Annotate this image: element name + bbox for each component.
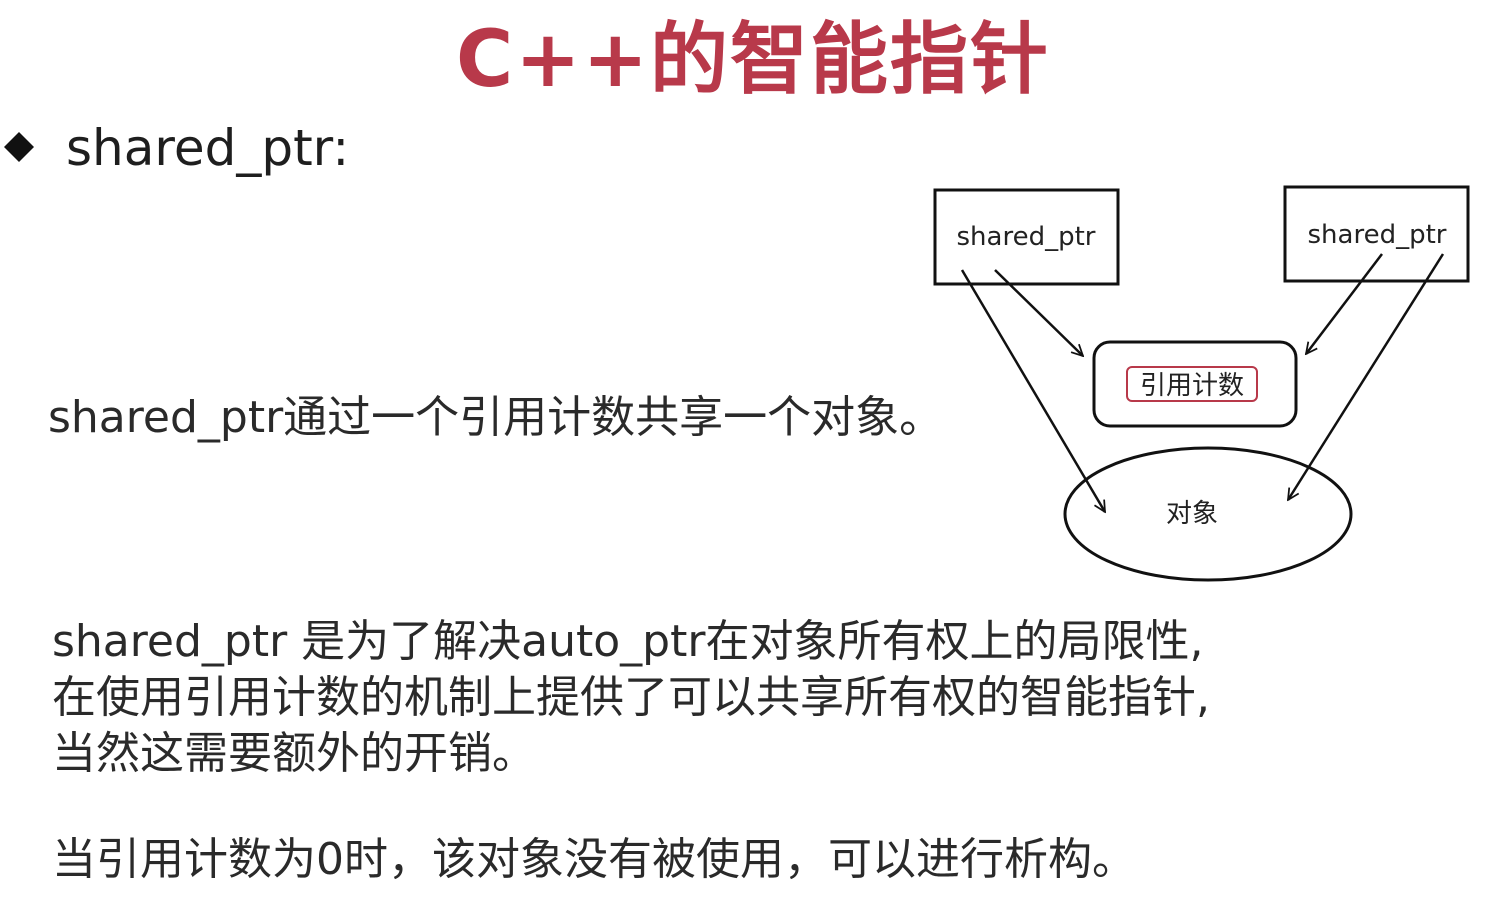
shared-ptr-box-right-label: shared_ptr xyxy=(1308,220,1447,250)
object-ellipse: 对象 xyxy=(1063,446,1353,582)
shared-ptr-box-right: shared_ptr xyxy=(1283,185,1470,283)
shared-ptr-box-left-label: shared_ptr xyxy=(957,222,1096,252)
paragraph-purpose: shared_ptr 是为了解决auto_ptr在对象所有权上的局限性, 在使用… xyxy=(52,614,1210,782)
paragraph-intro: shared_ptr通过一个引用计数共享一个对象。 xyxy=(48,392,944,443)
object-label: 对象 xyxy=(1166,499,1218,529)
paragraph-purpose-line: 当然这需要额外的开销。 xyxy=(52,728,536,779)
shared-ptr-box-left: shared_ptr xyxy=(933,188,1120,286)
paragraph-purpose-line: shared_ptr 是为了解决auto_ptr在对象所有权上的局限性, xyxy=(52,616,1204,667)
diamond-bullet-icon xyxy=(4,132,34,162)
refcount-label: 引用计数 xyxy=(1140,371,1244,401)
arrow-left-to-object xyxy=(960,269,1107,512)
paragraph-purpose-line: 在使用引用计数的机制上提供了可以共享所有权的智能指针, xyxy=(52,672,1210,723)
bullet-heading: shared_ptr: xyxy=(66,119,350,177)
slide-title: C++的智能指针 xyxy=(456,15,1050,105)
refcount-box: 引用计数 xyxy=(1092,340,1298,428)
paragraph-destruct: 当引用计数为0时，该对象没有被使用，可以进行析构。 xyxy=(52,834,1136,885)
arrow-left-to-refcount xyxy=(994,269,1083,356)
arrow-right-to-refcount xyxy=(1306,253,1383,354)
shared-ptr-diagram: shared_ptr shared_ptr 引用计数 对象 xyxy=(933,185,1470,582)
arrow-right-to-object xyxy=(1286,253,1445,500)
